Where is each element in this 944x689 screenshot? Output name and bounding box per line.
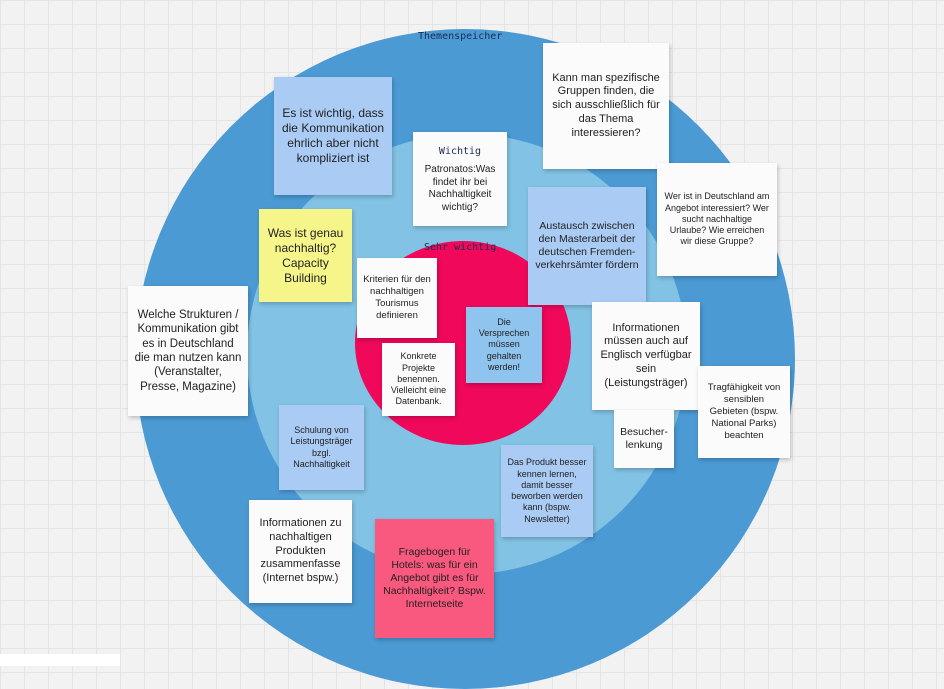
sticky-note-patronatos-text: Patronatos:Was findet ihr bei Nachhaltig… bbox=[424, 164, 496, 213]
sticky-note-nachhaltig[interactable]: Was ist genau nachhaltig? Capacity Build… bbox=[259, 209, 352, 302]
sticky-note-tragfaehigkeit[interactable]: Tragfähigkeit von sensiblen Gebieten (bs… bbox=[698, 366, 790, 458]
sticky-note-besucherlenkung[interactable]: Besucher- lenkung bbox=[614, 410, 674, 468]
sticky-note-informationen[interactable]: Informationen zu nachhaltigen Produkten … bbox=[249, 500, 352, 603]
sticky-note-austausch[interactable]: Austausch zwischen den Masterarbeit der … bbox=[528, 187, 646, 305]
sticky-note-produkt[interactable]: Das Produkt besser kennen lernen, damit … bbox=[501, 445, 593, 537]
sticky-note-strukturen[interactable]: Welche Strukturen / Kommunikation gibt e… bbox=[128, 286, 248, 416]
sticky-note-patronatos[interactable]: Wichtig Patronatos:Was findet ihr bei Na… bbox=[413, 132, 507, 226]
inner-ring-label: Sehr wichtig bbox=[424, 242, 497, 253]
middle-ring-label: Wichtig bbox=[438, 145, 482, 157]
sticky-note-versprechen[interactable]: Die Versprechen müssen gehalten werden! bbox=[466, 307, 542, 383]
sticky-note-kriterien[interactable]: Kriterien für den nachhaltigen Tourismus… bbox=[357, 258, 437, 338]
sticky-note-gruppen[interactable]: Kann man spezifische Gruppen finden, die… bbox=[543, 43, 669, 169]
sticky-note-ehrlich[interactable]: Es ist wichtig, dass die Kommunikation e… bbox=[274, 77, 392, 195]
sticky-note-schulung[interactable]: Schulung von Leistungsträger bzgl. Nachh… bbox=[279, 405, 364, 490]
sticky-note-projekte[interactable]: Konkrete Projekte benennen. Vielleicht e… bbox=[382, 343, 455, 416]
toolbar-edge bbox=[0, 654, 120, 666]
outer-ring-label: Themenspeicher bbox=[418, 31, 503, 42]
sticky-note-englisch[interactable]: Informationen müssen auch auf Englisch v… bbox=[592, 302, 700, 410]
sticky-note-deutschland[interactable]: Wer ist in Deutschland am Angebot intere… bbox=[657, 163, 777, 276]
sticky-note-fragebogen[interactable]: Fragebogen für Hotels: was für ein Angeb… bbox=[375, 519, 494, 638]
